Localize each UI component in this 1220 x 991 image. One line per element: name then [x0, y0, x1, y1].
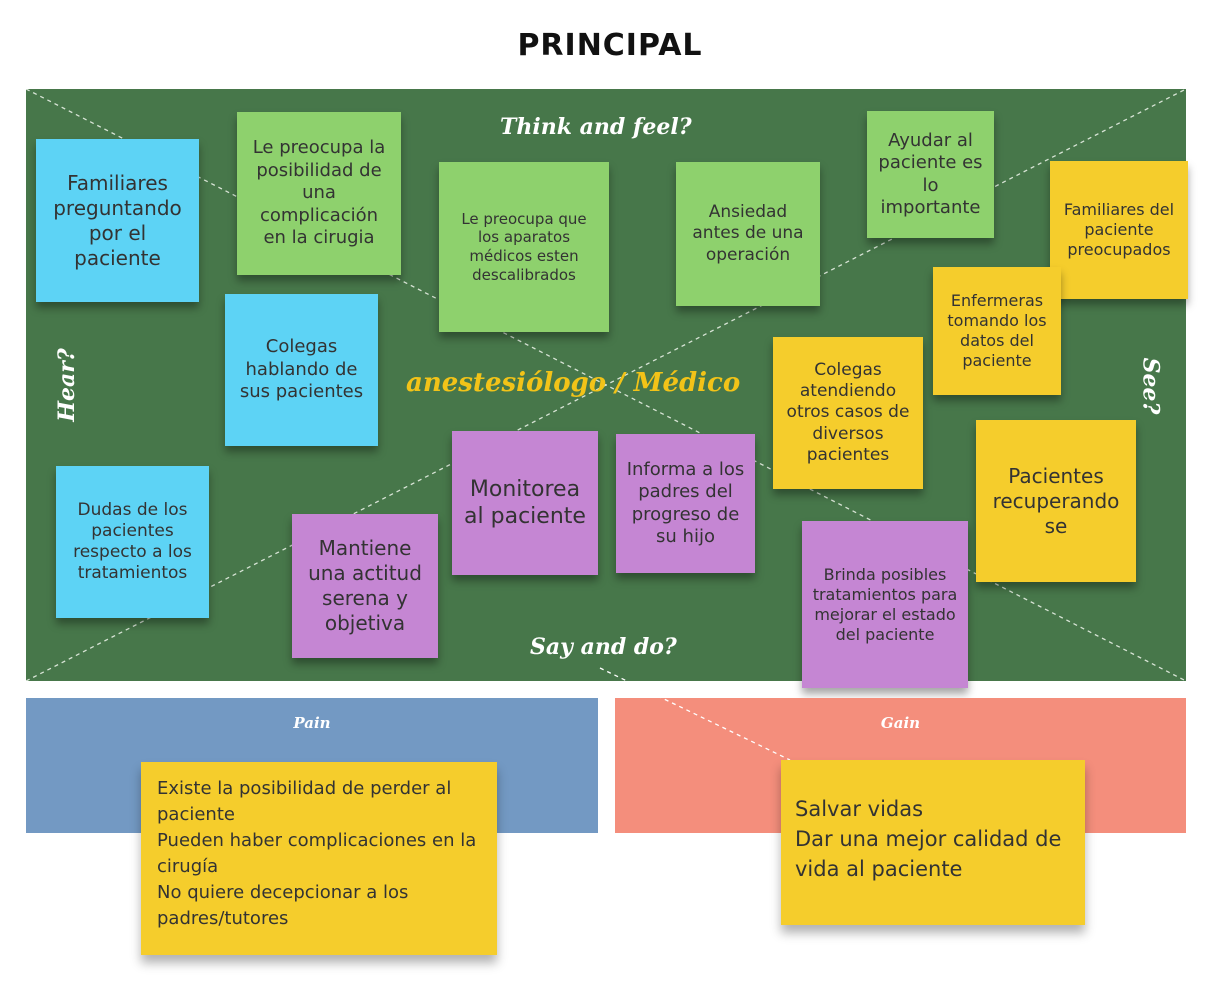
pain-item: No quiere decepcionar a los padres/tutor… — [157, 882, 409, 929]
sticky-note: Familiares preguntando por el paciente — [36, 139, 199, 302]
pain-label: Pain — [293, 714, 331, 732]
sticky-note: Informa a los padres del progreso de su … — [616, 434, 755, 573]
sticky-note: Le preocupa que los aparatos médicos est… — [439, 162, 609, 332]
say-and-do-header: Say and do? — [530, 634, 677, 660]
sticky-note: Colegas hablando de sus pacientes — [225, 294, 378, 446]
page-title: PRINCIPAL — [517, 28, 703, 63]
pain-item: Pueden haber complicaciones en la cirugí… — [157, 830, 477, 877]
sticky-note: Enfermeras tomando los datos del pacient… — [933, 267, 1061, 395]
sticky-note: Monitorea al paciente — [452, 431, 598, 575]
sticky-note: Mantiene una actitud serena y objetiva — [292, 514, 438, 658]
sticky-note: Pacientes recuperando se — [976, 420, 1136, 582]
gain-label: Gain — [880, 714, 921, 732]
think-and-feel-header: Think and feel? — [500, 114, 692, 140]
persona-label: anestesiólogo / Médico — [406, 368, 741, 398]
gain-item: Salvar vidas — [795, 797, 924, 821]
sticky-note: Colegas atendiendo otros casos de divers… — [773, 337, 923, 489]
gain-item: Dar una mejor calidad de vida al pacient… — [795, 827, 1062, 881]
sticky-note: Ayudar al paciente es lo importante — [867, 111, 994, 238]
gain-note: Salvar vidas Dar una mejor calidad de vi… — [781, 760, 1085, 925]
pain-item: Existe la posibilidad de perder al pacie… — [157, 778, 452, 825]
sticky-note: Ansiedad antes de una operación — [676, 162, 820, 306]
pain-note: Existe la posibilidad de perder al pacie… — [141, 762, 497, 955]
sticky-note: Dudas de los pacientes respecto a los tr… — [56, 466, 209, 618]
sticky-note: Brinda posibles tratamientos para mejora… — [802, 521, 968, 688]
sticky-note: Familiares del paciente preocupados — [1050, 161, 1188, 299]
sticky-note: Le preocupa la posibilidad de una compli… — [237, 112, 401, 275]
